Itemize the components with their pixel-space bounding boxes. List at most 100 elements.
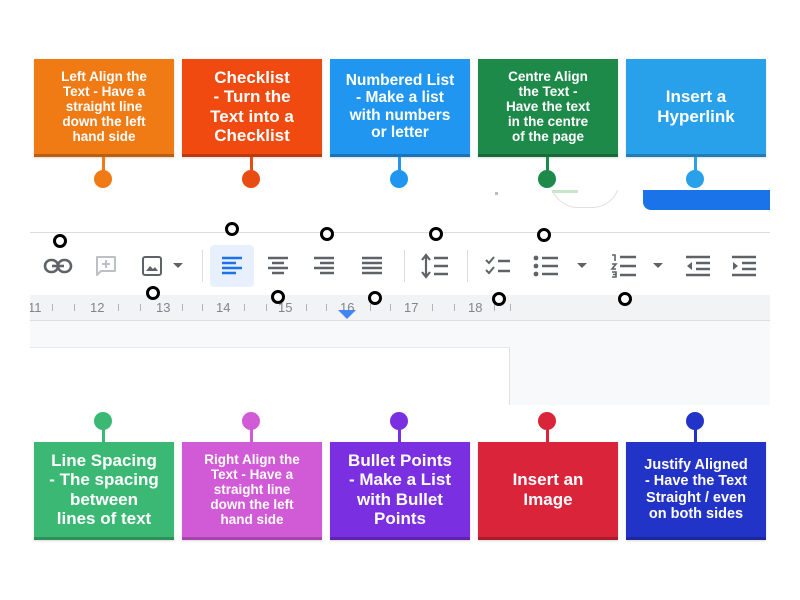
pin-dot xyxy=(686,412,704,430)
pin-dot xyxy=(538,170,556,188)
ruler: 11 12 13 14 15 16 17 18 xyxy=(30,295,770,321)
ruler-number: 17 xyxy=(404,300,419,315)
bullet-dropdown-arrow[interactable] xyxy=(574,251,590,281)
decrease-indent-icon[interactable] xyxy=(682,251,714,281)
ruler-tick xyxy=(140,304,141,311)
right-align-icon[interactable] xyxy=(310,251,338,281)
increase-indent-icon[interactable] xyxy=(728,251,760,281)
toolbar-separator xyxy=(202,250,203,282)
document-page[interactable] xyxy=(30,347,510,405)
pin-stem xyxy=(694,422,697,442)
line-spacing-icon[interactable] xyxy=(418,251,452,281)
hotspot-right-align[interactable] xyxy=(320,227,334,241)
ruler-tick xyxy=(454,304,455,311)
docs-toolbar-screenshot: 11 12 13 14 15 16 17 18 xyxy=(30,190,770,405)
hotspot-left-align[interactable] xyxy=(225,222,239,236)
ruler-tick xyxy=(244,304,245,311)
numbered-list-icon[interactable] xyxy=(608,251,640,281)
pin-dot xyxy=(94,412,112,430)
ruler-number: 15 xyxy=(278,300,293,315)
justify-icon[interactable] xyxy=(358,251,386,281)
hotspot-justify[interactable] xyxy=(368,291,382,305)
ruler-tick xyxy=(52,304,53,311)
ruler-tick xyxy=(390,304,391,311)
image-dropdown-arrow[interactable] xyxy=(170,251,186,281)
pin-dot xyxy=(538,412,556,430)
hotspot-line-spacing[interactable] xyxy=(429,227,443,241)
ruler-number: 14 xyxy=(216,300,231,315)
pin-stem xyxy=(694,157,697,177)
numbered-dropdown-arrow[interactable] xyxy=(650,251,666,281)
hotspot-center-align[interactable] xyxy=(271,290,285,304)
center-align-icon[interactable] xyxy=(264,251,292,281)
pin-stem xyxy=(546,157,549,177)
pin-dot xyxy=(94,170,112,188)
link-icon[interactable] xyxy=(42,251,74,281)
bulleted-list-icon[interactable] xyxy=(530,251,562,281)
pin-dot xyxy=(390,412,408,430)
indent-marker[interactable] xyxy=(338,310,356,319)
pin-stem xyxy=(398,422,401,442)
faint-mark xyxy=(495,192,498,195)
ruler-number: 18 xyxy=(468,300,483,315)
checklist-icon[interactable] xyxy=(482,251,514,281)
pin-stem xyxy=(102,157,105,177)
pin-dot xyxy=(242,170,260,188)
pin-stem xyxy=(250,157,253,177)
toolbar-separator xyxy=(467,250,468,282)
toolbar-divider xyxy=(30,232,770,233)
ruler-tick xyxy=(432,304,433,311)
hotspot-checklist[interactable] xyxy=(492,292,506,306)
hotspot-bullet-list[interactable] xyxy=(537,228,551,242)
add-comment-icon[interactable] xyxy=(90,251,122,281)
pin-stem xyxy=(102,422,105,442)
ruler-number: 12 xyxy=(90,300,105,315)
ruler-tick xyxy=(370,304,371,311)
share-button-partial[interactable] xyxy=(643,190,770,210)
ruler-tick xyxy=(326,304,327,311)
left-align-icon[interactable] xyxy=(218,251,246,281)
pin-stem xyxy=(250,422,253,442)
hotspot-link[interactable] xyxy=(53,234,67,248)
insert-image-icon[interactable] xyxy=(134,251,170,281)
hotspot-numbered-list[interactable] xyxy=(618,292,632,306)
pin-dot xyxy=(390,170,408,188)
pin-dot xyxy=(242,412,260,430)
toolbar-separator xyxy=(404,250,405,282)
ruler-tick xyxy=(266,304,267,311)
partial-green-mark xyxy=(552,190,578,193)
ruler-number: 13 xyxy=(156,300,171,315)
ruler-tick xyxy=(118,304,119,311)
ruler-tick xyxy=(494,304,495,311)
pin-dot xyxy=(686,170,704,188)
pin-stem xyxy=(546,422,549,442)
pin-stem xyxy=(398,157,401,177)
ruler-tick xyxy=(202,304,203,311)
active-button-highlight xyxy=(210,245,254,287)
ruler-tick xyxy=(182,304,183,311)
hotspot-image[interactable] xyxy=(146,286,160,300)
ruler-tick xyxy=(306,304,307,311)
ruler-tick xyxy=(510,304,511,311)
ruler-tick xyxy=(74,304,75,311)
